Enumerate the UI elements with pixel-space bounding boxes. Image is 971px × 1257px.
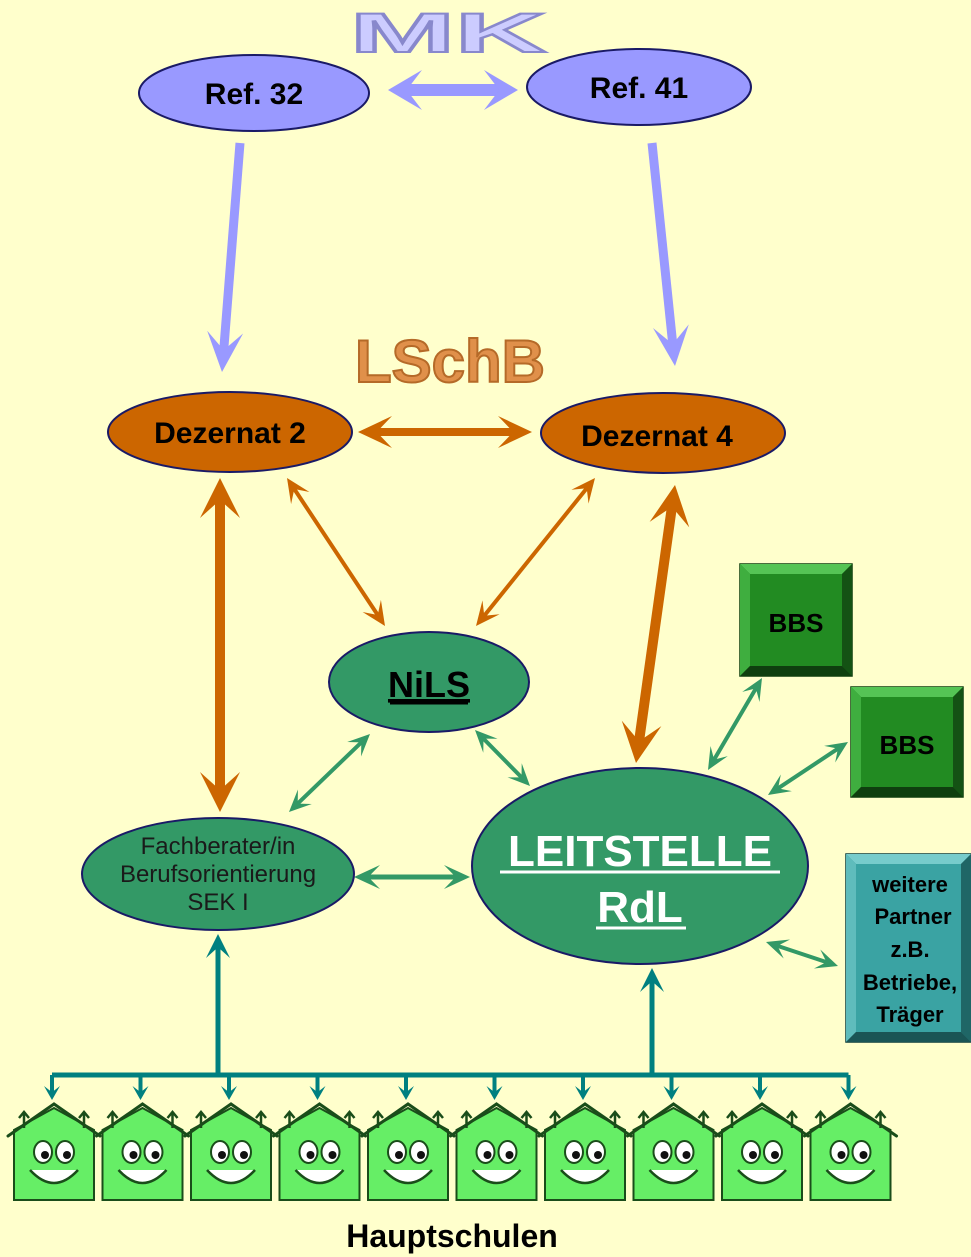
bbs-1-label: BBS xyxy=(769,608,824,638)
hauptschulen-label: Hauptschulen xyxy=(346,1218,558,1254)
arrow-dez4-nils-shaft xyxy=(481,486,590,618)
arrow-dez2-nils-shaft xyxy=(291,486,381,618)
partner-line-1: weitere xyxy=(871,872,948,897)
fachberater-line-3: SEK I xyxy=(187,889,248,916)
node-fachberater[interactable]: Fachberater/in Berufsorientierung SEK I xyxy=(81,817,355,931)
arrow-leitstelle-bbs2-tail xyxy=(768,774,792,795)
node-bbs-1[interactable]: BBS xyxy=(739,563,853,677)
leitstelle-line-1: LEITSTELLE xyxy=(508,827,772,876)
partner-line-2: Partner xyxy=(874,904,951,929)
arrow-dez4-nils-tail xyxy=(571,478,595,504)
schools-row xyxy=(6,1102,898,1201)
arrow-dez2-dez4-tail xyxy=(358,416,392,448)
bbs-2-label: BBS xyxy=(880,730,935,760)
node-partner[interactable]: weitere Partner z.B. Betriebe, Träger xyxy=(845,853,971,1043)
arrow-leitstelle-bbs1-tail xyxy=(708,745,728,770)
arrow-nils-fachberater-shaft xyxy=(295,740,364,806)
school-house-icon xyxy=(272,1102,367,1201)
arrow-dez4-leitstelle-shaft xyxy=(633,504,678,744)
lschb-heading: LSchB xyxy=(355,328,545,395)
arrow-school-drop-head xyxy=(575,1086,591,1100)
partner-line-4: Betriebe, xyxy=(863,970,957,995)
node-nils[interactable]: NiLS xyxy=(328,631,530,733)
school-house-icon xyxy=(183,1102,279,1201)
school-house-icon xyxy=(626,1102,721,1201)
arrow-dez2-fachberater-head xyxy=(200,772,240,812)
node-dezernat-4[interactable]: Dezernat 4 xyxy=(540,392,786,474)
school-house-icon xyxy=(537,1102,633,1201)
mk-heading: MK xyxy=(350,1,546,64)
partner-line-3: z.B. xyxy=(890,937,929,962)
node-dezernat-2[interactable]: Dezernat 2 xyxy=(107,391,353,473)
arrow-school-drop-head xyxy=(752,1086,768,1100)
leitstelle-line-2: RdL xyxy=(597,883,683,932)
arrow-nils-leitstelle-tail xyxy=(475,730,498,753)
school-house-icon xyxy=(449,1102,544,1201)
fachberater-line-2: Berufsorientierung xyxy=(120,861,316,888)
arrow-dez2-nils-head xyxy=(362,599,385,626)
arrow-nils-leitstelle-shaft xyxy=(481,736,524,780)
arrow-school-drop-head xyxy=(309,1086,326,1100)
dezernat-2-label: Dezernat 2 xyxy=(154,417,306,450)
arrow-dez4-nils-head xyxy=(476,600,500,626)
arrow-dez4-leitstelle-tail xyxy=(649,485,690,528)
school-house-icon xyxy=(803,1102,898,1201)
arrow-leitstelle-bbs2-head xyxy=(824,742,848,763)
arrow-dez2-dez4-head xyxy=(498,416,532,448)
ref-32-label: Ref. 32 xyxy=(205,78,303,111)
ref-41-label: Ref. 41 xyxy=(590,72,688,105)
arrow-school-drop-head xyxy=(486,1086,503,1100)
arrow-leitstelle-bbs1-shaft xyxy=(711,686,759,762)
arrow-leitstelle-partner-head xyxy=(813,949,838,969)
arrow-nils-fachberater-tail xyxy=(347,734,370,757)
node-ref-32[interactable]: Ref. 32 xyxy=(138,54,370,132)
arrow-school-drop-head xyxy=(132,1086,149,1100)
nils-label: NiLS xyxy=(388,664,470,705)
partner-line-5: Träger xyxy=(876,1002,944,1027)
arrow-school-drop-head xyxy=(398,1086,414,1100)
arrow-nils-leitstelle-head xyxy=(507,763,530,786)
school-house-icon xyxy=(6,1102,102,1201)
arrow-fachberater-leitstelle-head xyxy=(444,865,470,889)
arrow-leitstelle-partner-tail xyxy=(766,939,791,959)
arrow-school-drop-head xyxy=(840,1086,857,1100)
arrow-nils-fachberater-head xyxy=(289,789,312,812)
arrow-ref32-dez2-head xyxy=(207,330,244,372)
arrow-dez2-fachberater-tail xyxy=(200,478,240,518)
school-house-icon xyxy=(360,1102,456,1201)
node-ref-41[interactable]: Ref. 41 xyxy=(526,48,752,126)
arrow-ref41-dez4-shaft xyxy=(647,142,678,347)
arrow-leitstelle-partner-shaft xyxy=(775,943,829,965)
arrow-leitstelle-bbs1-head xyxy=(742,678,762,703)
arrow-ref41-dez4-head xyxy=(652,324,689,366)
arrow-school-drop-head xyxy=(663,1086,680,1100)
school-house-icon xyxy=(95,1102,190,1201)
dezernat-4-label: Dezernat 4 xyxy=(581,420,733,453)
arrow-dez2-nils-tail xyxy=(287,478,310,505)
arrow-fachberater-leitstelle-tail xyxy=(354,865,380,889)
school-distribution-lines xyxy=(44,934,857,1100)
arrow-schools-fachberater-head xyxy=(206,934,230,958)
arrow-ref32-ref41-head xyxy=(484,70,518,110)
node-leitstelle[interactable]: LEITSTELLE RdL xyxy=(471,767,809,965)
arrow-school-drop-head xyxy=(221,1086,237,1100)
arrow-school-drop-head xyxy=(44,1086,60,1100)
node-bbs-2[interactable]: BBS xyxy=(850,686,964,798)
connector-arrows xyxy=(200,70,848,969)
arrow-schools-leitstelle-head xyxy=(640,968,664,992)
arrow-leitstelle-bbs2-shaft xyxy=(776,746,840,791)
school-house-icon xyxy=(714,1102,810,1201)
arrow-ref32-ref41-tail xyxy=(388,70,422,110)
arrow-ref32-dez2-shaft xyxy=(219,142,245,353)
arrow-dez4-leitstelle-head xyxy=(621,720,662,763)
fachberater-line-1: Fachberater/in xyxy=(141,833,296,860)
